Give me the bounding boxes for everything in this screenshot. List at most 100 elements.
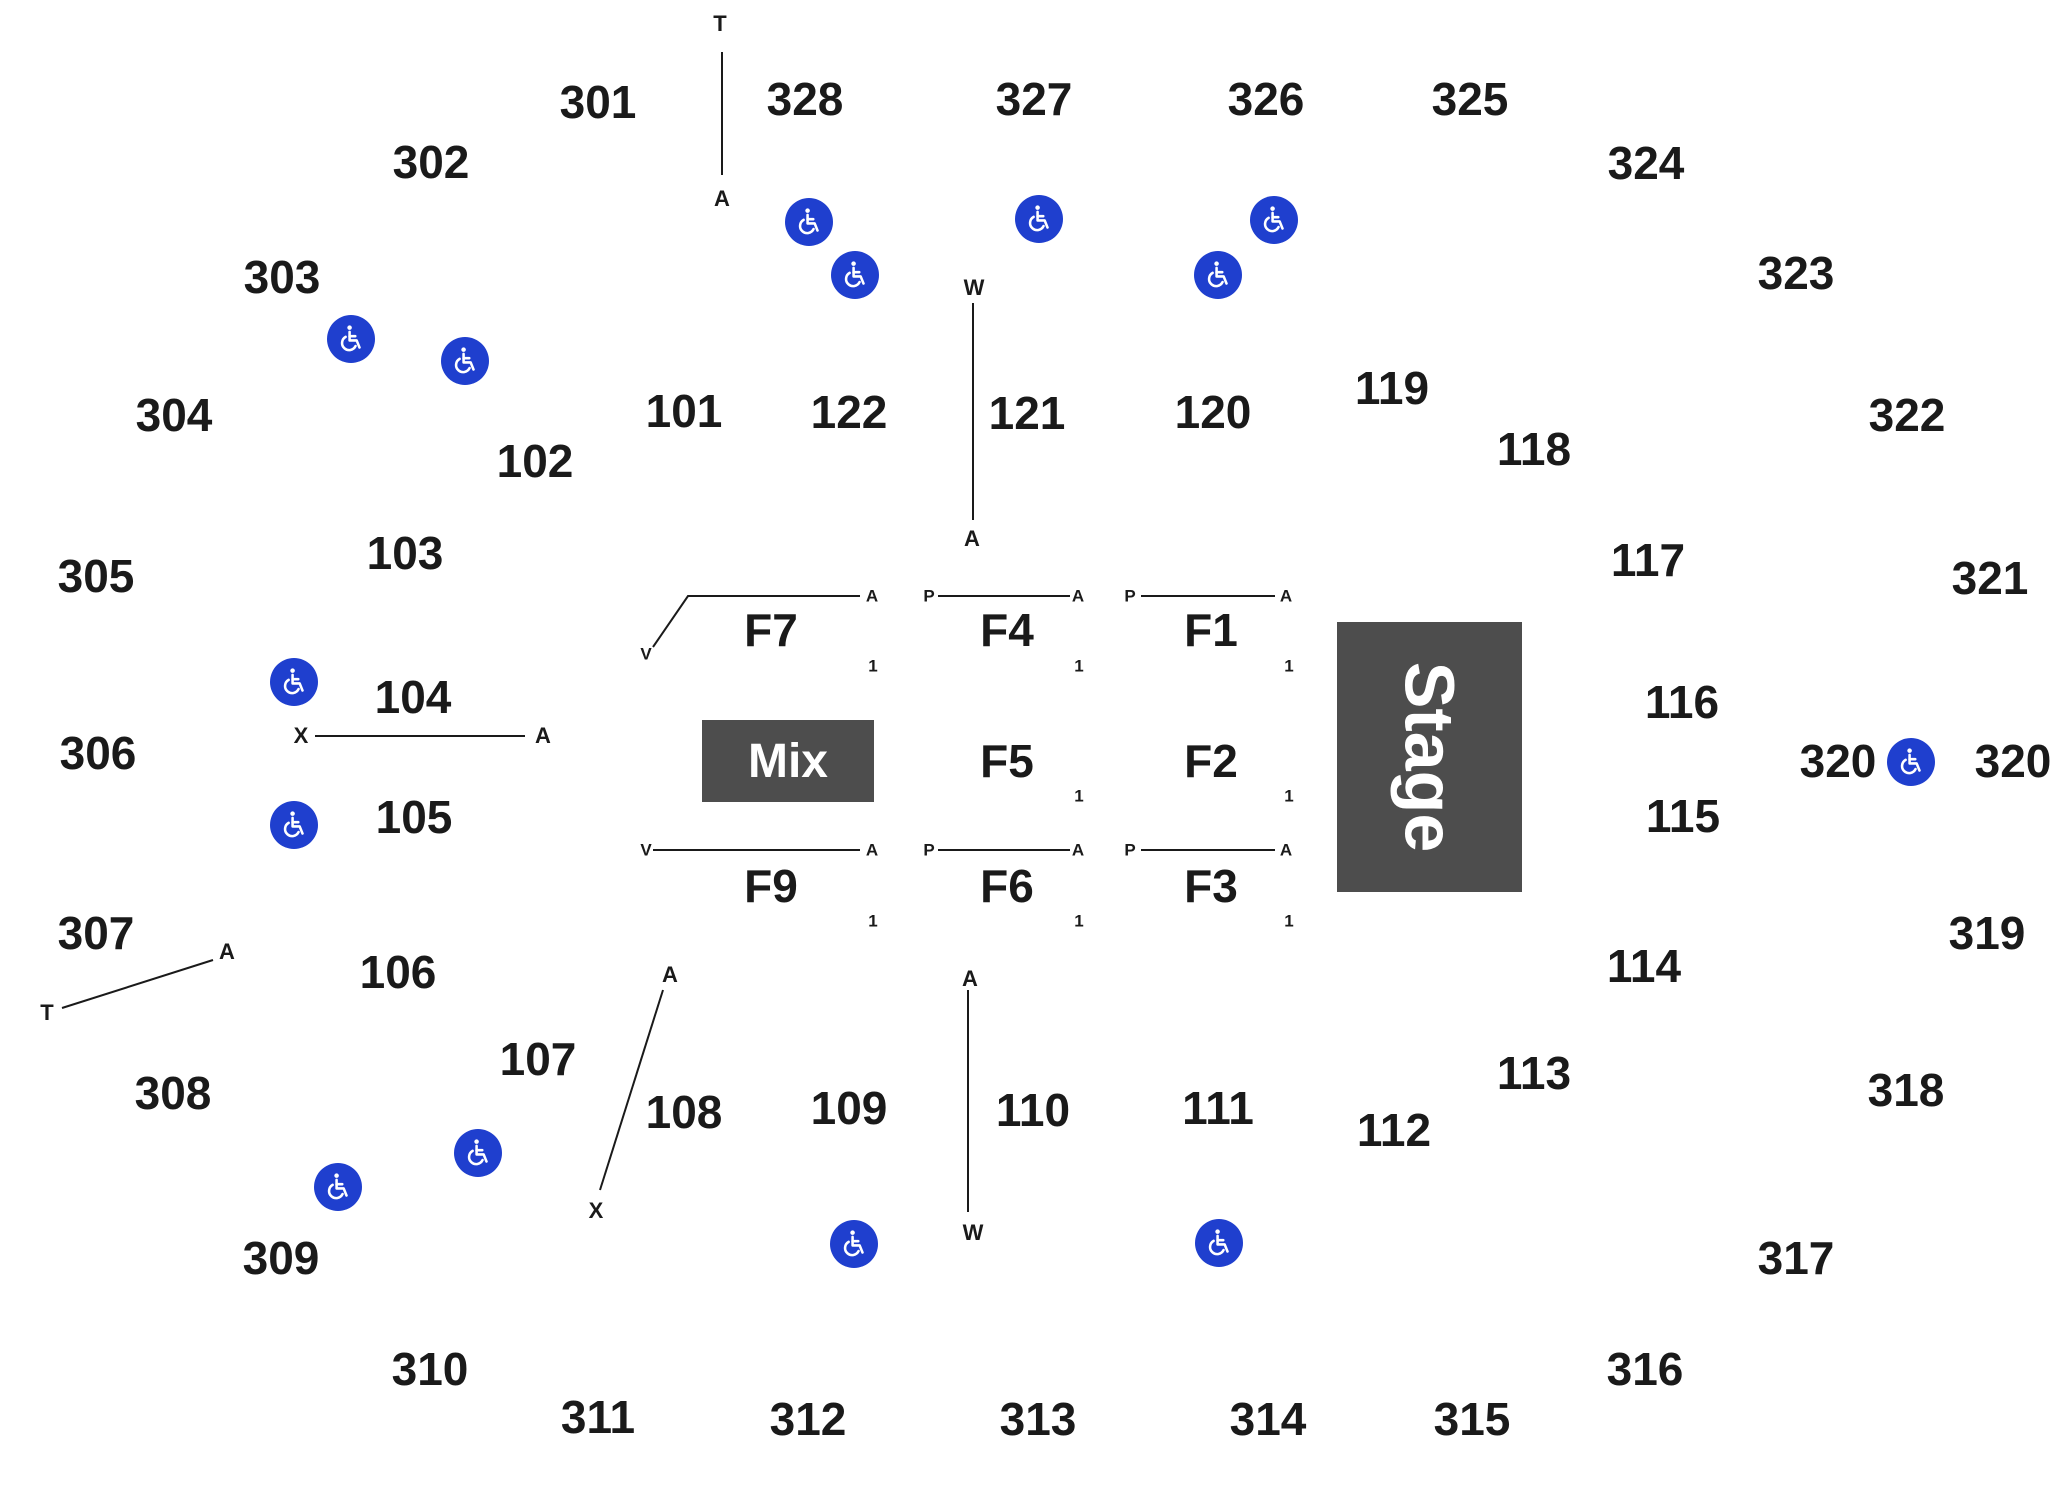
- section-323[interactable]: 323: [1757, 247, 1835, 299]
- row-marker-a: A: [662, 962, 678, 987]
- section-f1[interactable]: F1: [1184, 604, 1238, 656]
- section-112[interactable]: 112: [1356, 1104, 1432, 1156]
- mix-position: Mix: [702, 720, 874, 802]
- section-119[interactable]: 119: [1354, 362, 1430, 414]
- section-f6[interactable]: F6: [980, 860, 1034, 912]
- section-f3[interactable]: F3: [1184, 860, 1238, 912]
- wheelchair-accessible-icon[interactable]: [1250, 196, 1298, 244]
- section-305[interactable]: 305: [57, 550, 135, 602]
- section-f2[interactable]: F2: [1184, 735, 1238, 787]
- section-320-right[interactable]: 320: [1974, 735, 2052, 787]
- mix-label: Mix: [747, 734, 828, 788]
- wheelchair-accessible-icon[interactable]: [327, 315, 375, 363]
- row-marker-a: A: [1071, 586, 1085, 606]
- wheelchair-accessible-icon[interactable]: [314, 1163, 362, 1211]
- section-318[interactable]: 318: [1867, 1064, 1945, 1116]
- section-325[interactable]: 325: [1431, 73, 1509, 125]
- section-117[interactable]: 117: [1610, 534, 1686, 586]
- section-f9[interactable]: F9: [744, 860, 798, 912]
- row-marker-w: W: [962, 1220, 984, 1245]
- row-marker-x: X: [293, 723, 309, 748]
- row-marker-a: A: [964, 526, 980, 551]
- section-314[interactable]: 314: [1229, 1393, 1307, 1445]
- wheelchair-glyph: [1263, 206, 1284, 233]
- section-311[interactable]: 311: [560, 1391, 636, 1443]
- section-302[interactable]: 302: [392, 136, 470, 188]
- section-114[interactable]: 114: [1606, 940, 1682, 992]
- row-marker-1: 1: [868, 656, 878, 676]
- row-marker-1: 1: [1284, 911, 1294, 931]
- wheelchair-accessible-icon[interactable]: [441, 337, 489, 385]
- section-304[interactable]: 304: [135, 389, 213, 441]
- wheelchair-accessible-icon[interactable]: [830, 1220, 878, 1268]
- row-marker-a: A: [1071, 840, 1085, 860]
- section-328[interactable]: 328: [766, 73, 844, 125]
- section-315[interactable]: 315: [1433, 1393, 1511, 1445]
- row-marker-v: V: [640, 840, 652, 860]
- section-108[interactable]: 108: [645, 1086, 723, 1138]
- wheelchair-accessible-icon[interactable]: [1015, 195, 1063, 243]
- section-120[interactable]: 120: [1174, 386, 1252, 438]
- wheelchair-glyph: [283, 668, 304, 695]
- wheelchair-accessible-icon[interactable]: [1887, 738, 1935, 786]
- wheelchair-accessible-icon[interactable]: [1195, 1219, 1243, 1267]
- row-marker-1: 1: [1284, 786, 1294, 806]
- section-316[interactable]: 316: [1606, 1343, 1684, 1395]
- section-122[interactable]: 122: [810, 386, 888, 438]
- section-306[interactable]: 306: [59, 727, 137, 779]
- row-marker-a: A: [962, 966, 978, 991]
- wheelchair-accessible-icon[interactable]: [270, 658, 318, 706]
- section-106[interactable]: 106: [359, 946, 437, 998]
- section-102[interactable]: 102: [496, 435, 574, 487]
- section-118[interactable]: 118: [1496, 423, 1572, 475]
- row-marker-t: T: [713, 11, 727, 36]
- row-marker-w: W: [963, 275, 985, 300]
- section-326[interactable]: 326: [1227, 73, 1305, 125]
- section-308[interactable]: 308: [134, 1067, 212, 1119]
- row-marker-1: 1: [1284, 656, 1294, 676]
- section-121[interactable]: 121: [988, 387, 1066, 439]
- section-312[interactable]: 312: [769, 1393, 847, 1445]
- row-marker-a: A: [865, 586, 879, 606]
- section-109[interactable]: 109: [810, 1082, 888, 1134]
- wheelchair-glyph: [1207, 261, 1228, 288]
- wheelchair-accessible-icon[interactable]: [785, 198, 833, 246]
- wheelchair-glyph: [798, 208, 819, 235]
- section-319[interactable]: 319: [1948, 907, 2026, 959]
- row-marker-a: A: [1279, 840, 1293, 860]
- section-f4[interactable]: F4: [980, 604, 1034, 656]
- section-103[interactable]: 103: [366, 527, 444, 579]
- section-321[interactable]: 321: [1951, 552, 2029, 604]
- wheelchair-accessible-icon[interactable]: [454, 1129, 502, 1177]
- section-115[interactable]: 115: [1645, 790, 1721, 842]
- section-301[interactable]: 301: [559, 76, 637, 128]
- section-327[interactable]: 327: [995, 73, 1073, 125]
- wheelchair-accessible-icon[interactable]: [1194, 251, 1242, 299]
- wheelchair-glyph: [340, 325, 361, 352]
- wheelchair-glyph: [1208, 1229, 1229, 1256]
- section-320-left[interactable]: 320: [1799, 735, 1877, 787]
- section-324[interactable]: 324: [1607, 137, 1685, 189]
- section-116[interactable]: 116: [1644, 676, 1720, 728]
- section-313[interactable]: 313: [999, 1393, 1077, 1445]
- wheelchair-accessible-icon[interactable]: [270, 801, 318, 849]
- section-107[interactable]: 107: [499, 1033, 577, 1085]
- section-310[interactable]: 310: [391, 1343, 469, 1395]
- section-f5[interactable]: F5: [980, 735, 1034, 787]
- section-f7[interactable]: F7: [744, 604, 798, 656]
- row-marker-1: 1: [868, 911, 878, 931]
- wheelchair-accessible-icon[interactable]: [831, 251, 879, 299]
- section-104[interactable]: 104: [374, 671, 452, 723]
- section-322[interactable]: 322: [1868, 389, 1946, 441]
- row-marker-p: P: [1124, 586, 1136, 606]
- section-309[interactable]: 309: [242, 1232, 320, 1284]
- section-317[interactable]: 317: [1757, 1232, 1835, 1284]
- section-111[interactable]: 111: [1182, 1082, 1254, 1134]
- section-303[interactable]: 303: [243, 251, 321, 303]
- section-110[interactable]: 110: [995, 1084, 1071, 1136]
- section-113[interactable]: 113: [1496, 1047, 1572, 1099]
- section-101[interactable]: 101: [645, 385, 723, 437]
- section-105[interactable]: 105: [375, 791, 453, 843]
- section-307[interactable]: 307: [57, 907, 135, 959]
